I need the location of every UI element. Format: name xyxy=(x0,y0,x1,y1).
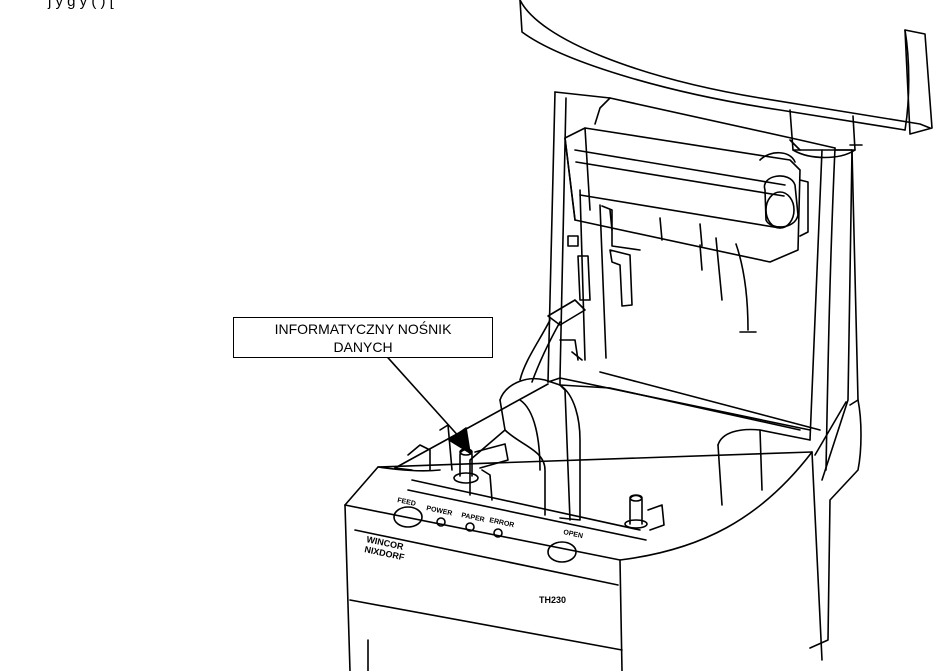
customer-display xyxy=(519,0,933,159)
power-led xyxy=(436,517,446,527)
feed-label: FEED xyxy=(397,497,417,508)
printer-body xyxy=(344,371,823,671)
callout-label-box: INFORMATYCZNY NOŚNIK DANYCH xyxy=(233,317,493,358)
open-button[interactable] xyxy=(547,541,577,563)
front-panel xyxy=(393,506,577,563)
printhead-assembly xyxy=(564,97,863,263)
callout-label-line1: INFORMATYCZNY NOŚNIK xyxy=(274,321,452,337)
open-label: OPEN xyxy=(563,529,584,540)
cropped-caption-text: j y g y ( ) [ xyxy=(48,0,114,10)
model-label: TH230 xyxy=(539,595,566,605)
right-post xyxy=(624,494,665,531)
paper-label: PAPER xyxy=(461,512,486,524)
error-label: ERROR xyxy=(489,517,515,529)
callout-arrowhead xyxy=(448,427,471,454)
paper-led xyxy=(465,522,475,532)
error-led xyxy=(493,528,503,538)
printer-cabinet xyxy=(809,149,862,649)
open-lid xyxy=(547,91,836,471)
callout-label-line2: DANYCH xyxy=(333,339,393,355)
feed-button[interactable] xyxy=(393,506,423,528)
power-label: POWER xyxy=(426,505,453,517)
